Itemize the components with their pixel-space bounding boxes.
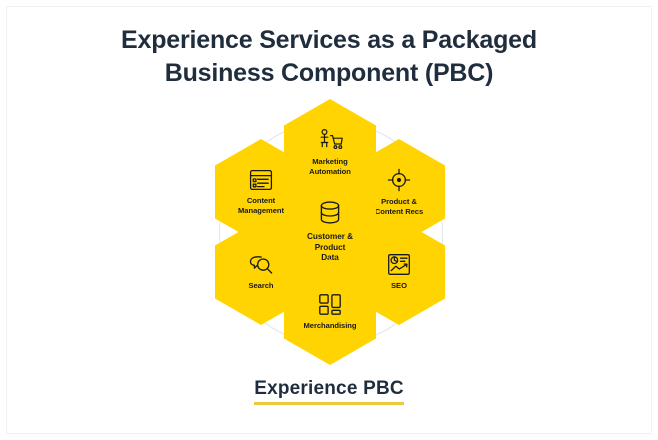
crosshair-target-icon xyxy=(387,168,411,192)
footer-label: Experience PBC xyxy=(254,378,404,399)
label-line-1: SEO xyxy=(391,281,407,291)
hex-label-search: Search xyxy=(221,281,301,291)
label-line-1: Marketing xyxy=(312,156,348,166)
footer-underline xyxy=(254,402,404,405)
label-line-1: Merchandising xyxy=(303,321,357,331)
label-line-1: Customer & xyxy=(307,232,353,242)
document-layout-icon xyxy=(249,169,273,191)
label-line-2: Content Recs xyxy=(374,206,424,216)
analytics-chart-icon xyxy=(387,253,411,276)
footer: Experience PBC xyxy=(0,378,658,405)
page-title: Experience Services as a Packaged Busine… xyxy=(0,24,658,90)
label-line-2: Product xyxy=(314,242,346,252)
footer-label-wrap: Experience PBC xyxy=(254,378,404,405)
page-title-line-1: Experience Services as a Packaged xyxy=(121,26,537,54)
label-line-2: Management xyxy=(238,205,284,215)
label-line-2: Automation xyxy=(309,166,351,176)
hex-label-merchandising: Merchandising xyxy=(290,321,370,331)
hex-label-content-management: Content Management xyxy=(221,196,301,215)
hex-label-marketing-automation: Marketing Automation xyxy=(290,157,370,176)
magnifier-speech-bubble-icon xyxy=(248,254,274,276)
hexagon-cluster: Marketing Automation Content Manageme xyxy=(199,99,461,365)
hex-label-product-content-recs: Product & Content Recs xyxy=(359,197,439,216)
page-title-line-2: Business Component (PBC) xyxy=(164,59,494,87)
person-with-shopping-cart-icon xyxy=(317,128,343,152)
label-line-1: Content xyxy=(246,195,276,205)
hex-label-seo: SEO xyxy=(359,281,439,291)
hex-label-customer-product-data: Customer & Product Data xyxy=(290,232,370,263)
database-icon xyxy=(317,200,343,226)
label-line-1: Search xyxy=(248,280,274,290)
label-line-1: Product & xyxy=(381,196,417,206)
label-line-3: Data xyxy=(321,253,339,263)
grid-blocks-icon xyxy=(318,293,342,316)
